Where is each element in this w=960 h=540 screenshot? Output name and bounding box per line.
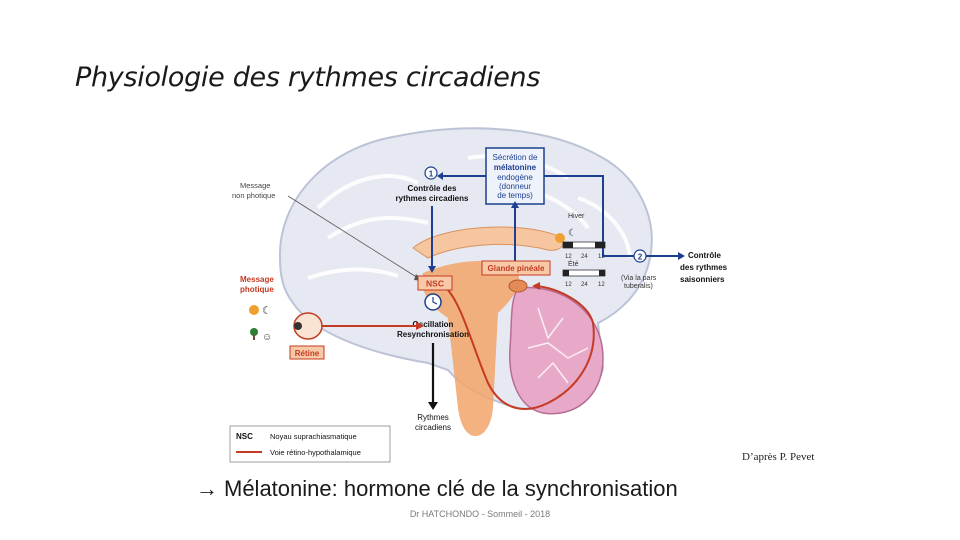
pineal-gland [508, 279, 528, 293]
glande-pineale-box [481, 260, 551, 276]
secretion-line-3: endogène [497, 173, 533, 182]
legend-nsc-key: NSC [236, 432, 253, 441]
moon-icon: ☾ [262, 305, 272, 317]
controle-circadiens-2: rythmes circadiens [396, 194, 469, 203]
secretion-line-1: Sécrétion de [493, 153, 538, 162]
corpus-callosum [412, 226, 564, 259]
via-pars-2: tuberalis) [624, 283, 653, 290]
ete-label: Été [568, 259, 579, 268]
controle-circadiens-1: Contrôle des [408, 184, 457, 193]
oscillation-1: Oscillation [413, 320, 454, 329]
legend-box [229, 425, 391, 463]
slide-title: Physiologie des rythmes circadiens [75, 62, 541, 93]
saisonniers-1: Contrôle [688, 251, 721, 260]
bullet-text: Mélatonine: hormone clé de la synchronis… [224, 476, 678, 501]
tick-top-2: 24 [581, 254, 588, 260]
moon-icon-hiver: ☾ [568, 228, 577, 239]
nsc-box [417, 275, 453, 291]
marker-1-label: 1 [429, 170, 434, 179]
sun-icon [249, 305, 259, 315]
tick-top-3: 12 [598, 254, 605, 260]
tick-bot-1: 12 [565, 282, 572, 288]
tick-top-1: 12 [565, 254, 572, 260]
via-pars-1: (Via la pars [621, 275, 657, 282]
hiver-label: Hiver [568, 213, 585, 220]
marker-1 [424, 166, 438, 180]
arrow-non-photique [287, 195, 419, 279]
message-non-photique-2: non photique [232, 191, 275, 200]
bullet-line: →Mélatonine: hormone clé de la synchroni… [196, 476, 678, 502]
saisonniers-3: saisonniers [680, 275, 725, 284]
saisonniers-2: des rythmes [680, 263, 728, 272]
legend-nsc-def: Noyau suprachiasmatique [270, 432, 357, 441]
tick-bot-3: 12 [598, 282, 605, 288]
ete-bar [562, 269, 606, 277]
footer-text: Dr HATCHONDO - Sommeil - 2018 [409, 509, 551, 519]
rythmes-circadiens-2: circadiens [415, 423, 451, 432]
brainstem [422, 260, 519, 437]
legend-voie-def: Voie rétino-hypothalamique [270, 448, 361, 457]
secretion-line-4: (donneur [499, 182, 531, 191]
message-photique-1: Message [240, 275, 274, 284]
secretion-box [485, 147, 545, 205]
arrow-icon: → [196, 476, 218, 501]
rythmes-circadiens-1: Rythmes [417, 413, 449, 422]
secretion-line-5: de temps) [497, 191, 533, 200]
marker-2-label: 2 [638, 253, 643, 262]
person-icon: ☺ [262, 332, 272, 343]
credit-text: D’après P. Pevet [742, 451, 815, 463]
secretion-line-2: mélatonine [494, 163, 537, 172]
oscillation-2: Resynchronisation [397, 330, 469, 339]
retine-box [289, 345, 325, 360]
brain-diagram: Sécrétion de mélatonine endogène (donneu… [218, 108, 740, 466]
sun-icon-hiver [555, 233, 565, 243]
nsc-label: NSC [426, 279, 444, 289]
tick-bot-2: 24 [581, 282, 588, 288]
red-path-to-spine [447, 285, 595, 410]
tree-icon [250, 328, 258, 336]
message-photique-2: photique [240, 285, 274, 294]
marker-2 [633, 249, 647, 263]
glande-pineale-label: Glande pinéale [488, 264, 545, 273]
retine-label: Rétine [295, 349, 320, 358]
message-non-photique-1: Message [240, 181, 270, 190]
cerebellum [509, 286, 604, 415]
